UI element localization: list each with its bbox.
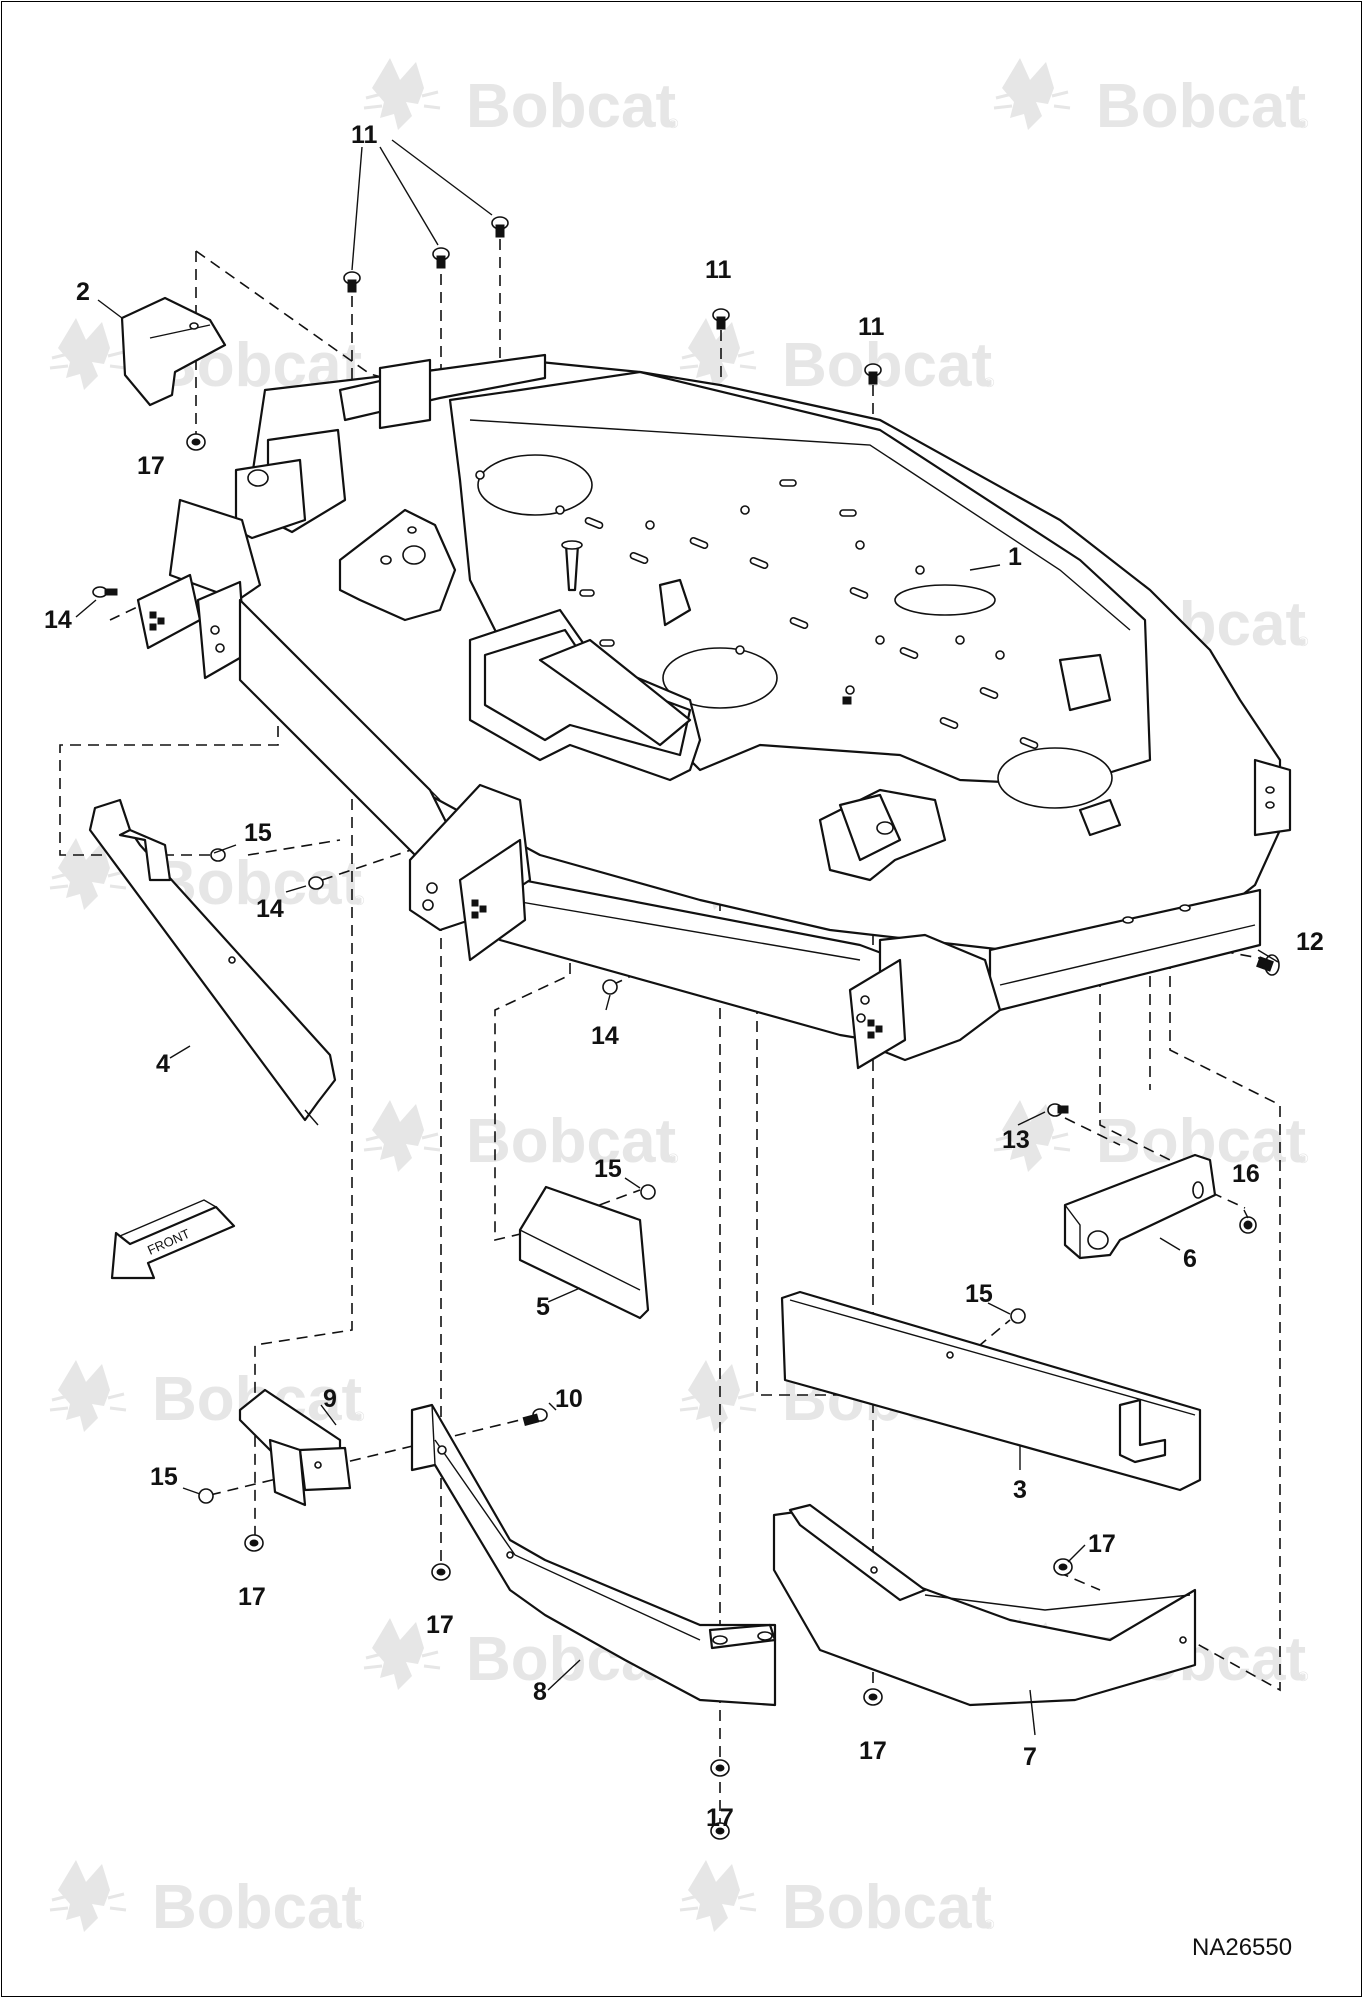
- svg-text:®: ®: [354, 1916, 365, 1932]
- nut-16: [1239, 1216, 1257, 1234]
- watermark: Bobcat®: [48, 1858, 365, 1942]
- svg-text:®: ®: [1298, 633, 1309, 649]
- svg-text:Bobcat: Bobcat: [782, 1873, 992, 1942]
- svg-text:®: ®: [1298, 1668, 1309, 1684]
- callout-labels: 1 2 3 4 5 6 7 8 9 10 11 11 11 12 13 14 1…: [44, 121, 1324, 1832]
- deck-slots: [475, 470, 1039, 750]
- watermark: Bobcat®: [992, 56, 1309, 141]
- callout-17: 17: [426, 1611, 454, 1639]
- svg-text:®: ®: [1298, 1150, 1309, 1166]
- callout-7: 7: [1023, 1743, 1037, 1771]
- callout-13: 13: [1002, 1126, 1030, 1154]
- bolt-10: [522, 1408, 548, 1427]
- bolt-13: [1047, 1103, 1069, 1117]
- carriage-bolt: [432, 247, 450, 269]
- watermark: Bobcat®: [362, 1098, 679, 1176]
- carriage-bolt: [491, 216, 509, 238]
- svg-text:Bobcat: Bobcat: [782, 331, 992, 400]
- callout-14: 14: [44, 606, 72, 634]
- callout-10: 10: [555, 1385, 583, 1413]
- nut-14: [602, 979, 618, 995]
- callout-2: 2: [76, 278, 90, 306]
- carriage-bolt: [343, 271, 361, 293]
- nut-17: [244, 1534, 264, 1552]
- callout-17: 17: [859, 1737, 887, 1765]
- callout-5: 5: [536, 1293, 550, 1321]
- carriage-bolt: [712, 308, 730, 330]
- baffle-part-4: [88, 798, 337, 1126]
- bolt-12: [1256, 954, 1280, 976]
- nut-15: [198, 1488, 214, 1504]
- callout-8: 8: [533, 1678, 547, 1706]
- svg-text:Bobcat: Bobcat: [466, 1107, 676, 1176]
- callout-15: 15: [150, 1463, 178, 1491]
- svg-text:®: ®: [354, 892, 365, 908]
- callout-14: 14: [256, 895, 284, 923]
- watermark: Bobcat®: [678, 1858, 995, 1942]
- callout-9: 9: [323, 1385, 337, 1413]
- callout-17: 17: [137, 452, 165, 480]
- svg-text:Bobcat: Bobcat: [466, 72, 676, 141]
- nut-17: [1053, 1558, 1073, 1576]
- hardware: [92, 216, 1280, 1840]
- callout-6: 6: [1183, 1245, 1197, 1273]
- nut-14: [92, 586, 118, 598]
- bracket-part-2: [120, 296, 227, 407]
- bracket-part-9: [238, 1388, 352, 1507]
- callout-1: 1: [1008, 543, 1022, 571]
- nut-15: [640, 1184, 656, 1200]
- watermark: Bobcat®: [48, 1358, 365, 1434]
- nut-17: [710, 1822, 730, 1840]
- skirt-part-7: [772, 1503, 1197, 1707]
- callout-15: 15: [965, 1280, 993, 1308]
- svg-text:®: ®: [1298, 115, 1309, 131]
- callout-17: 17: [238, 1583, 266, 1611]
- nut-17: [863, 1688, 883, 1706]
- callout-17: 17: [1088, 1530, 1116, 1558]
- svg-text:®: ®: [354, 1408, 365, 1424]
- leader-lines: [75, 139, 1279, 1736]
- mower-deck-part-1: [136, 353, 1292, 1070]
- callout-15: 15: [594, 1155, 622, 1183]
- nut-15: [1010, 1308, 1026, 1324]
- plate-part-5: [518, 1185, 650, 1320]
- skirt-part-8: [410, 1403, 777, 1707]
- watermark: Bobcat®: [362, 56, 679, 141]
- carriage-bolt: [864, 363, 882, 385]
- callout-14: 14: [591, 1022, 619, 1050]
- svg-text:Bobcat: Bobcat: [152, 1873, 362, 1942]
- front-direction-arrow: FRONT: [110, 1199, 236, 1280]
- watermark: Bobcat®: [992, 1098, 1309, 1176]
- baffle-part-3: [780, 1290, 1202, 1492]
- watermark: Bobcat®: [678, 316, 995, 400]
- watermark: Bobcat®: [48, 836, 365, 918]
- callout-11: 11: [858, 313, 885, 341]
- callout-12: 12: [1296, 928, 1324, 956]
- nut-14: [308, 876, 324, 890]
- svg-text:®: ®: [984, 374, 995, 390]
- svg-text:®: ®: [668, 115, 679, 131]
- callout-17: 17: [706, 1804, 734, 1832]
- nut-17: [431, 1563, 451, 1581]
- nut-17: [710, 1759, 730, 1777]
- callout-16: 16: [1232, 1160, 1260, 1188]
- svg-text:®: ®: [984, 1916, 995, 1932]
- callout-11: 11: [351, 121, 378, 149]
- nut-17: [186, 433, 206, 451]
- callout-11: 11: [705, 256, 732, 284]
- callout-4: 4: [156, 1050, 170, 1078]
- svg-text:®: ®: [668, 1150, 679, 1166]
- callout-3: 3: [1013, 1476, 1027, 1504]
- svg-text:Bobcat: Bobcat: [1096, 72, 1306, 141]
- nut-15: [210, 848, 226, 862]
- skid-part-6: [1063, 1153, 1217, 1260]
- drawing-reference-code: NA26550: [1192, 1934, 1292, 1961]
- callout-15: 15: [244, 819, 272, 847]
